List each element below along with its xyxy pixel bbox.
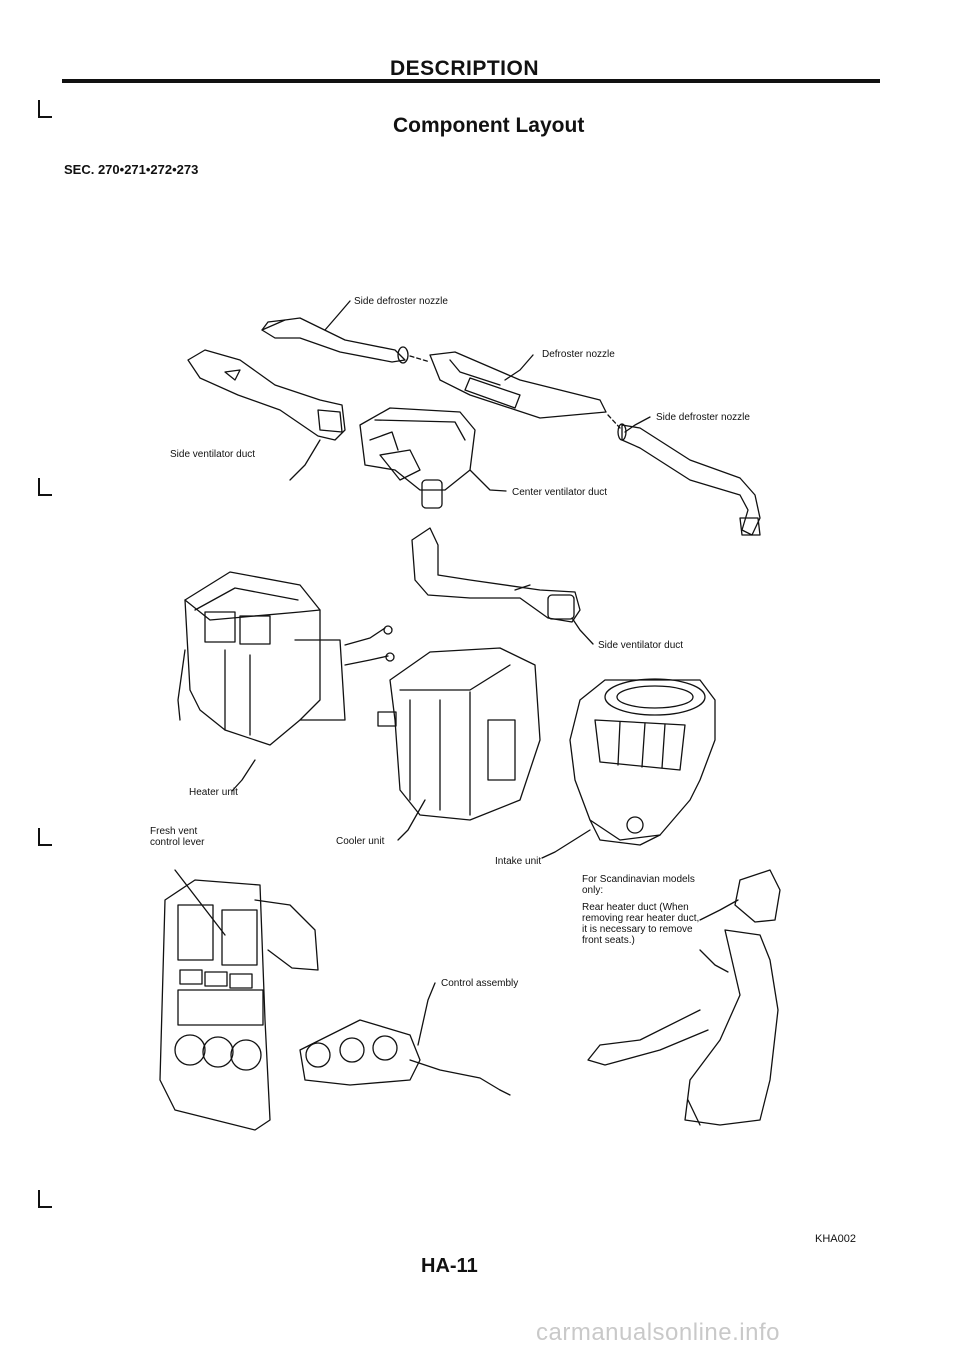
label-fresh-vent-line1: Fresh vent: [150, 826, 198, 837]
scandinavian-note-heading: For Scandinavian models only:: [582, 874, 695, 896]
page-number: HA-11: [421, 1255, 478, 1277]
watermark: carmanualsonline.info: [536, 1319, 780, 1346]
page-title: Component Layout: [393, 114, 585, 137]
header-rule: [62, 79, 880, 83]
binder-mark: [38, 828, 52, 846]
cooler-unit-part: [377, 647, 541, 821]
binder-mark: [38, 1190, 52, 1208]
side-ventilator-duct-right-part: [411, 527, 581, 623]
section-reference: SEC. 270•271•272•273: [64, 162, 199, 177]
label-side-ventilator-duct-right: Side ventilator duct: [598, 640, 684, 651]
side-defroster-nozzle-right-part: [607, 414, 761, 536]
label-cooler-unit: Cooler unit: [336, 836, 385, 847]
fresh-vent-panel-part: [159, 869, 319, 1131]
intake-unit-part: [569, 678, 716, 846]
center-ventilator-duct-part: [359, 407, 476, 509]
binder-mark: [38, 100, 52, 118]
label-side-defroster-nozzle-right: Side defroster nozzle: [656, 412, 750, 423]
side-defroster-nozzle-left-part: [261, 317, 409, 364]
label-side-defroster-nozzle-left: Side defroster nozzle: [354, 296, 448, 307]
label-intake-unit: Intake unit: [495, 856, 542, 867]
figure-code: KHA002: [815, 1233, 856, 1245]
label-heater-unit: Heater unit: [189, 787, 238, 798]
label-fresh-vent-control-lever: Fresh vent control lever: [150, 826, 204, 848]
label-side-ventilator-duct-left: Side ventilator duct: [170, 449, 256, 460]
label-defroster-nozzle: Defroster nozzle: [542, 349, 615, 360]
scandinavian-note: For Scandinavian models only: Rear heate…: [582, 874, 702, 952]
binder-mark: [38, 478, 52, 496]
defroster-nozzle-part: [409, 351, 607, 419]
label-control-assembly: Control assembly: [441, 978, 519, 989]
label-fresh-vent-line2: control lever: [150, 837, 205, 848]
control-assembly-part: [299, 1019, 511, 1096]
rear-heater-duct-note: Rear heater duct (When removing rear hea…: [582, 902, 700, 946]
rear-heater-duct-part: [587, 869, 781, 1126]
section-title: DESCRIPTION: [390, 57, 540, 80]
label-center-ventilator-duct: Center ventilator duct: [512, 487, 608, 498]
heater-unit-part: [177, 571, 395, 746]
side-ventilator-duct-left-part: [187, 349, 346, 441]
leader-lines: [231, 300, 739, 1046]
